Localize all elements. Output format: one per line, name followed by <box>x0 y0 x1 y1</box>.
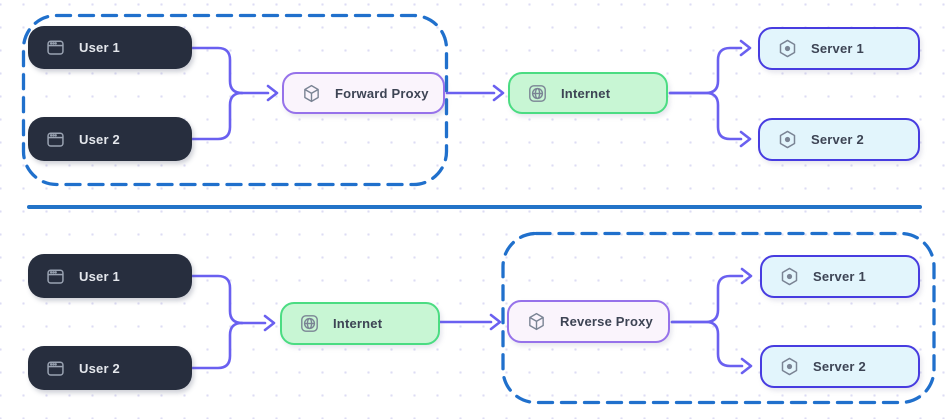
node-server2-bottom: Server 2 <box>760 345 920 388</box>
reverse-proxy-and-servers-boundary <box>501 231 936 405</box>
node-user2-bottom: User 2 <box>28 346 192 390</box>
browser-window-icon <box>47 40 64 55</box>
link-user2-to-merge-bottom <box>190 321 244 370</box>
node-label: Server 2 <box>813 359 866 374</box>
node-user1-top: User 1 <box>28 26 192 69</box>
arrow-internet-to-server2-top <box>668 91 752 148</box>
node-server1-bottom: Server 1 <box>760 255 920 298</box>
link-user1-to-merge-top <box>190 46 244 95</box>
globe-icon <box>301 315 318 332</box>
arrow-reverse-proxy-to-server1 <box>670 267 753 324</box>
node-label: User 1 <box>79 268 120 284</box>
node-server1-top: Server 1 <box>758 27 920 70</box>
node-label: User 1 <box>79 40 120 55</box>
node-label: Forward Proxy <box>335 85 429 101</box>
browser-window-icon <box>47 131 64 147</box>
browser-window-icon <box>47 360 64 376</box>
cube-icon <box>529 312 544 331</box>
link-user1-to-merge-bottom <box>190 274 244 325</box>
separator-line <box>27 205 922 209</box>
node-label: Internet <box>333 316 383 331</box>
clients-and-forward-proxy-boundary <box>21 13 449 187</box>
node-internet-top: Internet <box>508 72 668 114</box>
node-user2-top: User 2 <box>28 117 192 161</box>
cube-icon <box>304 84 319 102</box>
hexagon-nut-icon <box>779 39 796 58</box>
node-label: Server 1 <box>813 269 866 284</box>
hexagon-nut-icon <box>781 357 798 376</box>
hexagon-nut-icon <box>779 130 796 149</box>
arrow-internet-to-reverse-proxy <box>438 313 502 331</box>
node-label: Internet <box>561 85 611 101</box>
globe-icon <box>529 84 546 102</box>
node-reverse-proxy: Reverse Proxy <box>507 300 670 343</box>
arrow-internet-to-server1-top <box>668 39 752 95</box>
node-label: Server 1 <box>811 41 864 56</box>
browser-window-icon <box>47 268 64 284</box>
node-forward-proxy: Forward Proxy <box>282 72 445 114</box>
node-user1-bottom: User 1 <box>28 254 192 298</box>
arrow-merge-to-forward-proxy <box>240 84 279 102</box>
arrow-reverse-proxy-to-server2 <box>670 320 753 375</box>
arrow-merge-to-internet-bottom <box>240 314 276 332</box>
node-internet-bottom: Internet <box>280 302 440 345</box>
arrow-forward-proxy-to-internet <box>445 84 505 102</box>
link-user2-to-merge-top <box>190 91 244 141</box>
hexagon-nut-icon <box>781 267 798 286</box>
node-label: User 2 <box>79 360 120 376</box>
node-label: Reverse Proxy <box>560 314 653 329</box>
node-server2-top: Server 2 <box>758 118 920 161</box>
node-label: Server 2 <box>811 132 864 147</box>
node-label: User 2 <box>79 131 120 147</box>
